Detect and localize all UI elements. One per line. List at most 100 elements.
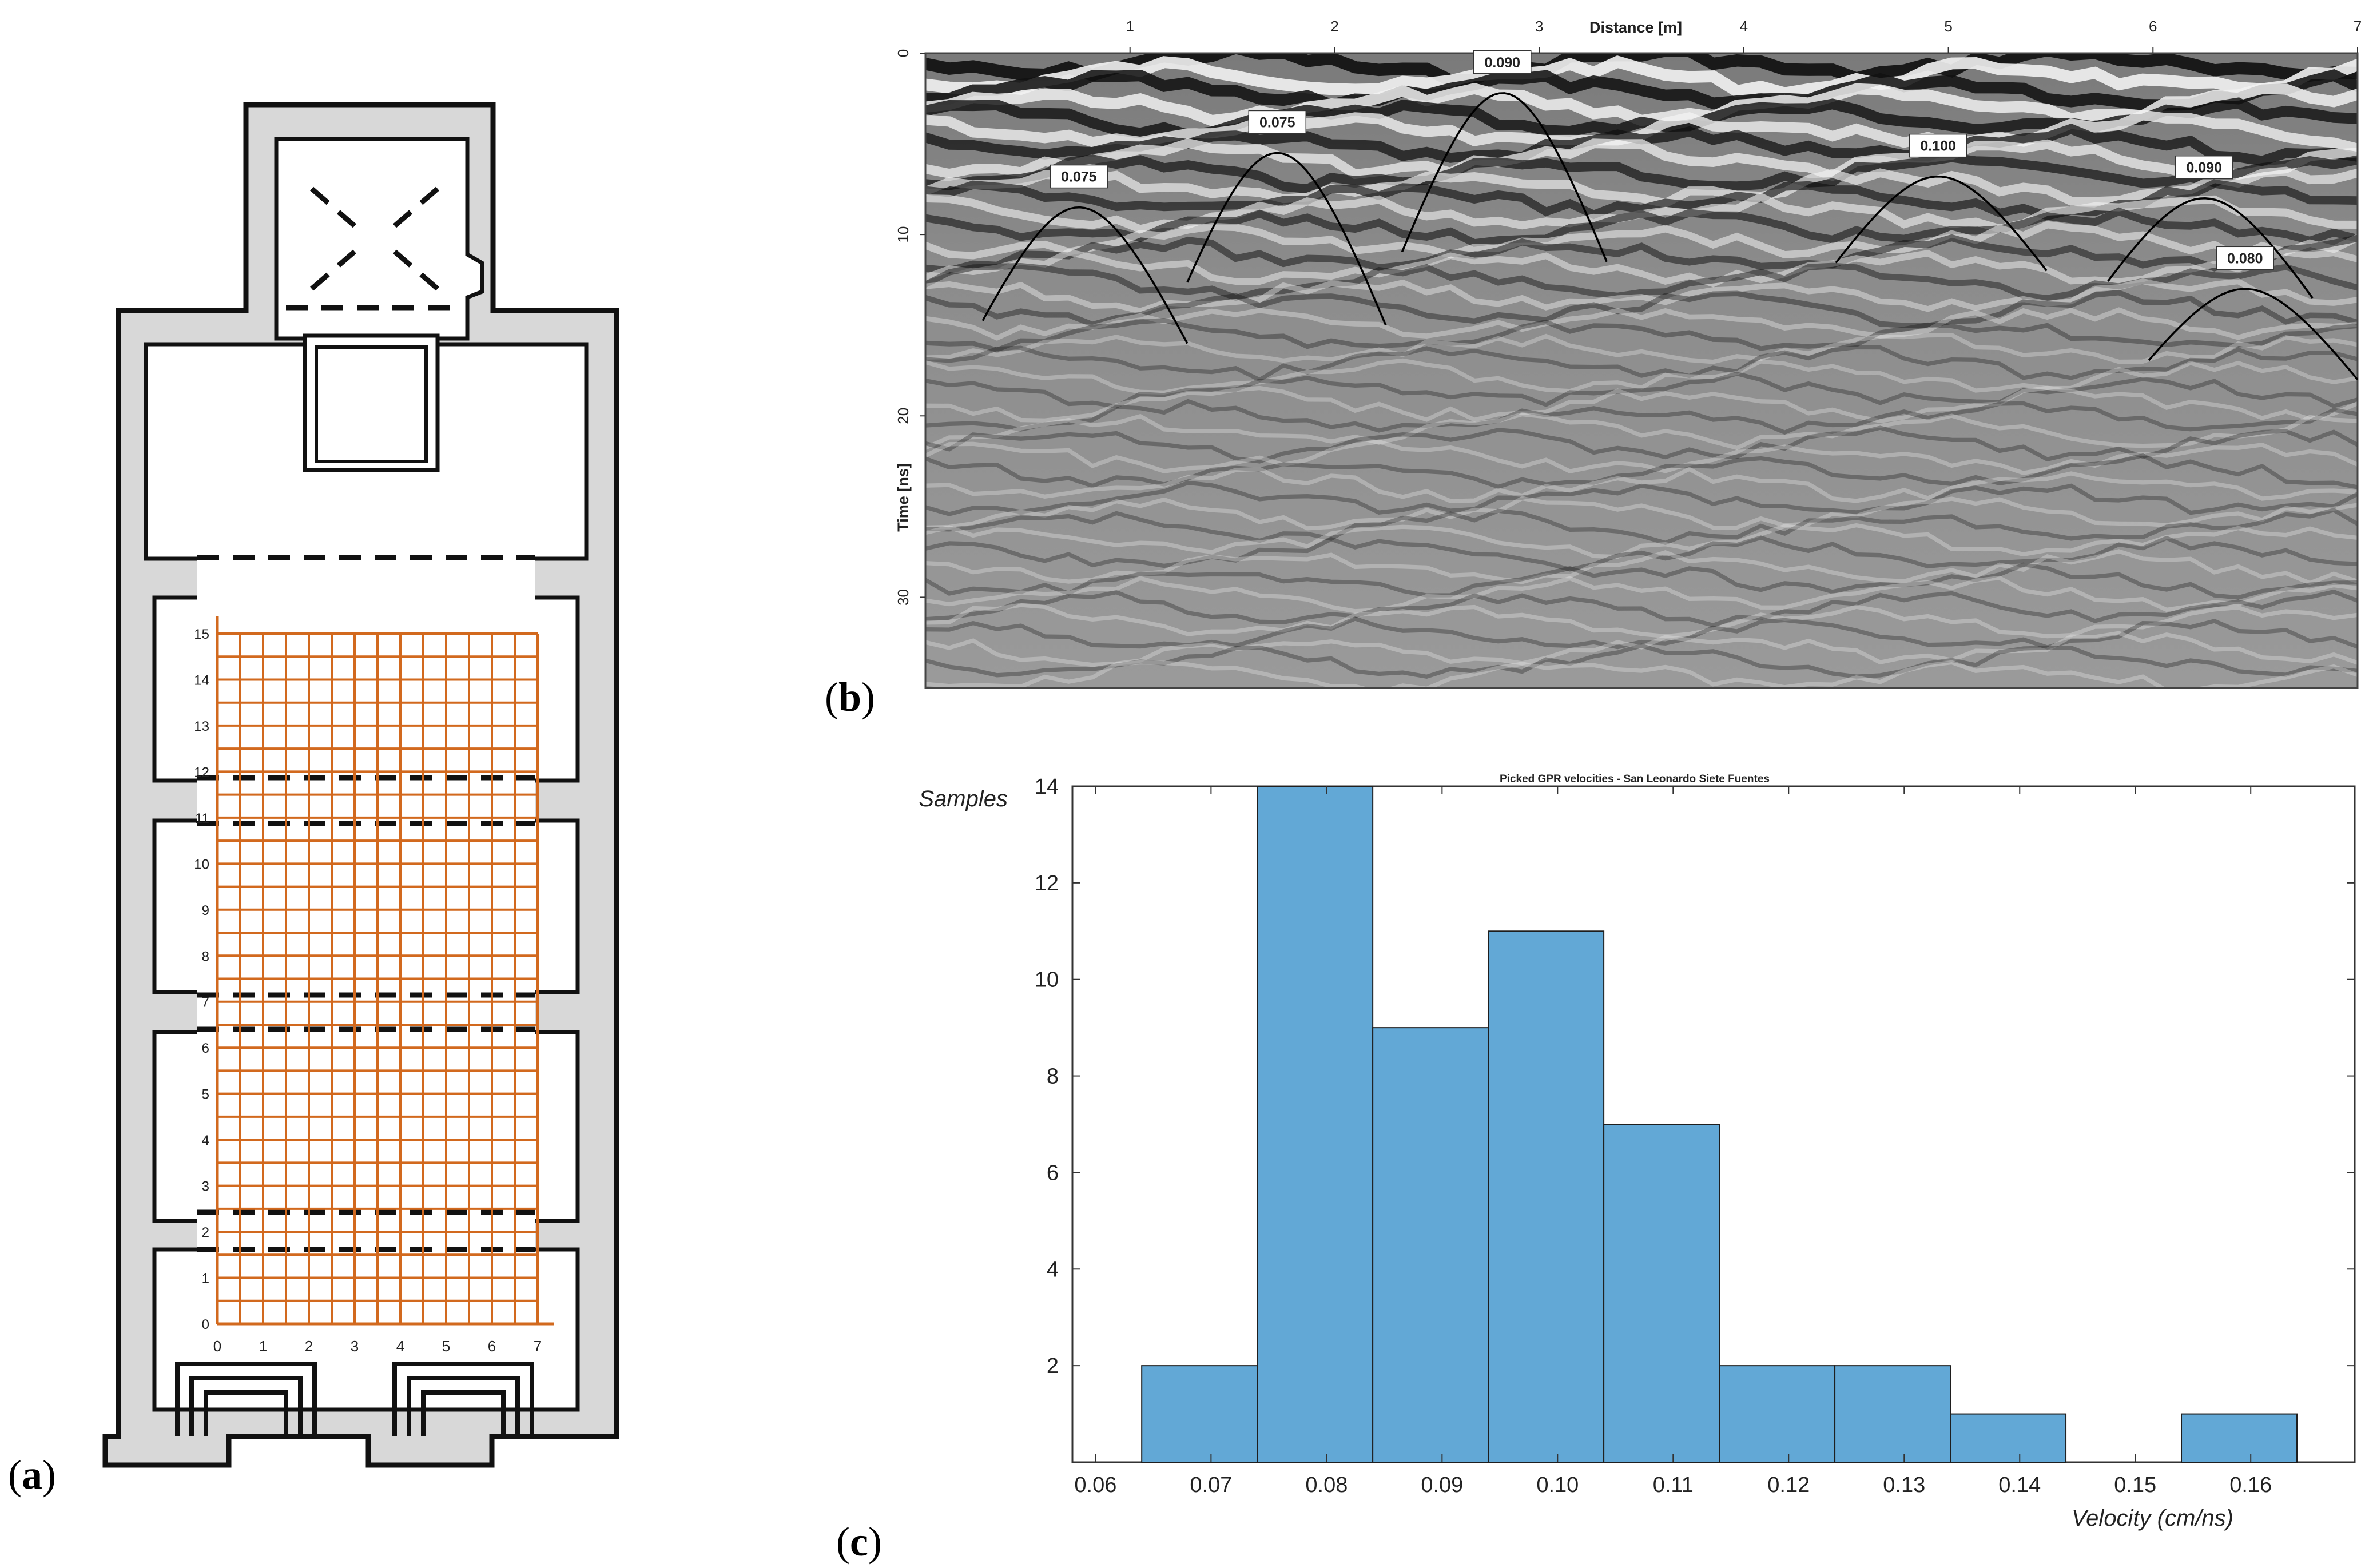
plan-bay-1	[152, 595, 580, 783]
hyperbola-label-box	[1473, 50, 1532, 74]
velocity-histogram: Picked GPR velocities - San Leonardo Sie…	[919, 773, 2356, 1531]
radargram-reflection-band	[925, 153, 2358, 194]
survey-grid-x-label: 0	[213, 1338, 221, 1355]
plan-passage-2	[197, 778, 535, 823]
survey-grid-y-label: 13	[194, 719, 209, 734]
survey-grid-y-label: 1	[202, 1271, 209, 1287]
radargram-reflection-band	[925, 262, 2358, 301]
histogram-y-tick-label: 14	[1035, 775, 1059, 799]
radargram-reflection-band	[925, 307, 2358, 341]
histogram-x-axis-label: Velocity (cm/ns)	[2072, 1506, 2233, 1531]
radargram-reflection-band	[925, 523, 2358, 559]
histogram-bar	[1372, 1027, 1489, 1463]
hyperbola-velocity-label: 0.080	[2227, 250, 2263, 266]
radargram-reflection-band	[925, 480, 2358, 516]
plan-passage-4	[197, 1218, 535, 1252]
histogram-x-tick-label: 0.09	[1421, 1473, 1463, 1497]
histogram-bar	[1950, 1413, 2067, 1463]
radargram-x-tick-label: 5	[1944, 18, 1952, 35]
survey-grid-y-label: 10	[194, 857, 209, 872]
histogram-x-tick-label: 0.16	[2229, 1473, 2272, 1497]
histogram-bar	[2181, 1413, 2298, 1463]
radargram-reflection-band	[925, 333, 2358, 364]
radargram-y-tick-label: 0	[895, 49, 912, 57]
hyperbola-label-box	[2216, 246, 2275, 270]
panel-label-c: (c)	[836, 1519, 882, 1565]
histogram-title: Picked GPR velocities - San Leonardo Sie…	[1500, 773, 1770, 785]
radargram-reflection-band	[925, 138, 2358, 181]
radargram-x-tick-label: 4	[1740, 18, 1748, 35]
survey-grid-y-label: 2	[202, 1225, 209, 1240]
radargram-reflection-band	[925, 249, 2358, 288]
survey-grid-x-label: 3	[351, 1338, 359, 1355]
radargram-reflection-band	[925, 385, 2358, 423]
histogram-y-axis-label: Samples	[919, 786, 1008, 811]
survey-grid-y-label: 6	[202, 1041, 209, 1056]
survey-grid-y-label: 9	[202, 903, 209, 918]
radargram-reflection-band	[925, 412, 2358, 451]
histogram-y-tick-label: 12	[1035, 871, 1059, 896]
radargram-reflection-band	[925, 549, 2358, 586]
radargram-reflection-band	[925, 643, 2358, 679]
gpr-survey-grid	[216, 616, 554, 1326]
hyperbola-label-box	[1248, 110, 1307, 134]
histogram-y-tick-label: 6	[1047, 1161, 1059, 1185]
histogram-y-tick-label: 2	[1047, 1354, 1059, 1378]
histogram-x-tick-label: 0.12	[1767, 1473, 1810, 1497]
hyperbola-velocity-label: 0.090	[2186, 160, 2222, 176]
radargram-reflection-band	[925, 575, 2358, 614]
hyperbola-velocity-label: 0.075	[1259, 114, 1295, 130]
radargram-x-tick-label: 7	[2354, 18, 2362, 35]
radargram-y-tick-label: 20	[895, 408, 912, 424]
plan-entrance-steps	[175, 1362, 534, 1436]
radargram-y-tick-label: 30	[895, 589, 912, 606]
radargram-reflection-band	[925, 69, 2358, 111]
radargram-x-axis-label: Distance [m]	[1589, 19, 1682, 36]
hyperbola-curve	[2107, 197, 2314, 299]
radargram-reflection-band	[925, 371, 2358, 409]
radargram-reflection-band	[925, 55, 2358, 100]
survey-grid-y-label: 8	[202, 949, 209, 964]
radargram-reflection-band	[925, 467, 2358, 503]
histogram-x-tick-label: 0.08	[1305, 1473, 1348, 1497]
survey-grid-y-label: 7	[202, 995, 209, 1010]
radargram-reflection-band	[925, 234, 2358, 274]
radargram-reflection-band	[925, 453, 2358, 489]
radargram-reflection-band	[925, 425, 2358, 464]
histogram-x-tick-label: 0.06	[1074, 1473, 1116, 1497]
hyperbola-curve	[1401, 92, 1608, 262]
radargram-reflection-band	[925, 496, 2358, 531]
histogram-bar	[1719, 1365, 1836, 1463]
hyperbola-curve	[981, 206, 1189, 344]
survey-grid-x-label: 1	[259, 1338, 267, 1355]
histogram-bar	[1257, 786, 1374, 1463]
hyperbola-velocity-label: 0.075	[1061, 169, 1097, 185]
histogram-x-tick-label: 0.13	[1883, 1473, 1925, 1497]
histogram-bar	[1603, 1124, 1720, 1463]
radargram-reflection-band	[925, 207, 2358, 247]
radargram-reflection-band	[925, 562, 2358, 600]
radargram-frame	[924, 52, 2359, 689]
radargram-reflection-band	[925, 399, 2358, 435]
histogram-x-tick-label: 0.14	[1998, 1473, 2041, 1497]
histogram-bar	[1488, 930, 1605, 1463]
plan-bay-2	[152, 818, 580, 994]
radargram-reflection-band	[925, 289, 2358, 329]
histogram-bar	[1834, 1365, 1951, 1463]
survey-grid-y-label: 4	[202, 1133, 209, 1148]
histogram-bars	[1141, 786, 2298, 1463]
histogram-bar	[1141, 1365, 1258, 1463]
radargram-reflection-band	[925, 507, 2358, 546]
radargram-y-tick-label: 10	[895, 226, 912, 243]
hyperbola-curve	[1835, 176, 2048, 272]
survey-grid-x-label: 5	[442, 1338, 450, 1355]
histogram-y-tick-label: 8	[1047, 1065, 1059, 1089]
radargram-x-tick-label: 3	[1535, 18, 1543, 35]
survey-grid-x-label: 6	[488, 1338, 496, 1355]
radargram-x-tick-label: 2	[1330, 18, 1338, 35]
survey-grid-y-label: 14	[194, 672, 209, 688]
